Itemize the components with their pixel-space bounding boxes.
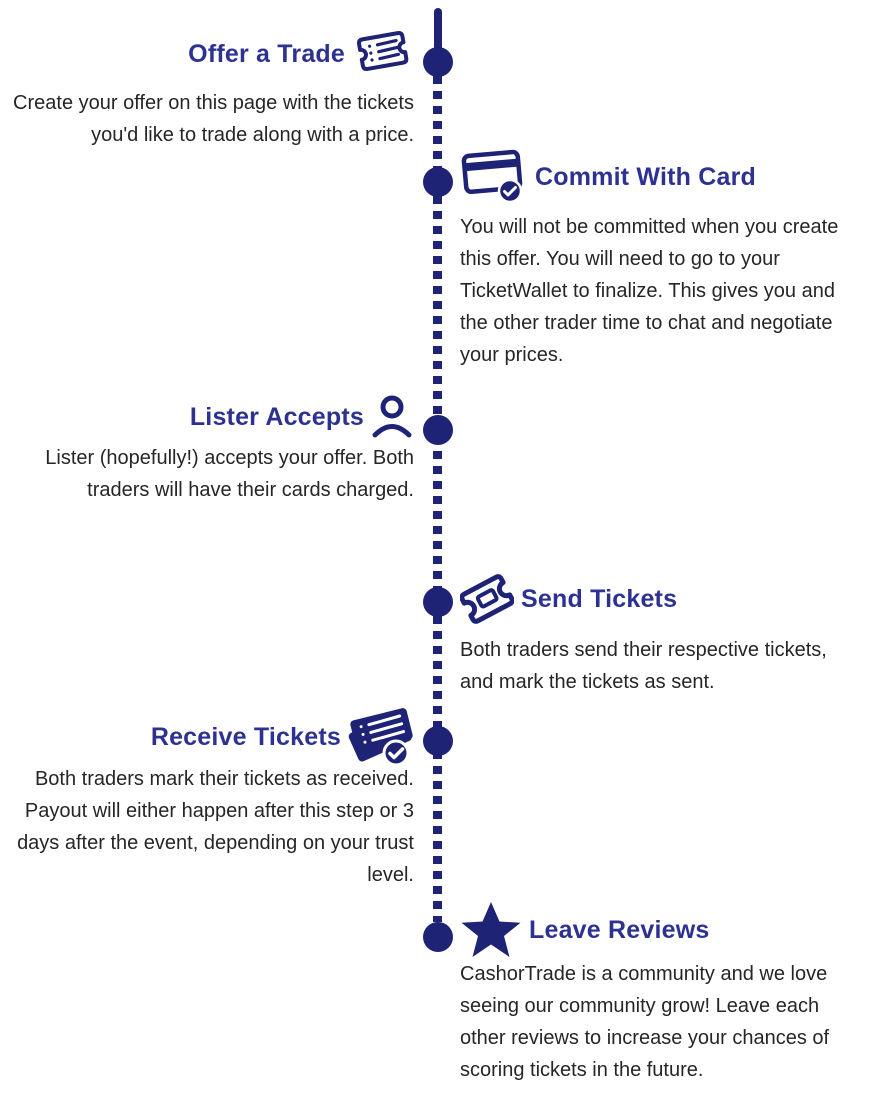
step-lister-accepts: Lister Accepts Lister (hopefully!) accep… <box>18 394 414 506</box>
timeline-dotted-line <box>433 76 442 922</box>
step-title: Commit With Card <box>535 162 757 191</box>
step-receive-tickets: Receive Tickets <box>6 706 414 891</box>
step-offer-a-trade: Offer a Trade <box>8 26 414 151</box>
step-title: Send Tickets <box>521 585 678 613</box>
step-header: Send Tickets <box>460 570 862 628</box>
step-header: Lister Accepts <box>18 394 414 440</box>
step-description: You will not be committed when you creat… <box>460 216 839 366</box>
person-icon <box>371 394 414 440</box>
ticket-icon <box>460 570 514 628</box>
timeline-node-2 <box>423 167 453 197</box>
step-title: Lister Accepts <box>189 403 364 431</box>
star-icon <box>460 901 522 959</box>
timeline-node-6 <box>423 922 453 952</box>
step-description: Lister (hopefully!) accepts your offer. … <box>45 447 414 501</box>
step-description: Both traders send their respective ticke… <box>460 639 827 693</box>
received-tickets-check-icon <box>348 706 414 768</box>
trade-tickets-icon <box>352 26 414 81</box>
timeline-node-3 <box>423 415 453 445</box>
timeline-node-1 <box>423 47 453 77</box>
step-send-tickets: Send Tickets Both traders send their res… <box>460 570 862 698</box>
timeline-node-4 <box>423 587 453 617</box>
timeline-start-line <box>434 8 442 54</box>
step-header: Offer a Trade <box>8 26 414 81</box>
step-description: Both traders mark their tickets as recei… <box>17 768 414 886</box>
step-title: Receive Tickets <box>150 723 341 751</box>
step-description: CashorTrade is a community and we love s… <box>460 963 830 1081</box>
timeline-node-5 <box>423 726 453 756</box>
step-leave-reviews: Leave Reviews CashorTrade is a community… <box>460 901 862 1086</box>
step-header: Leave Reviews <box>460 901 862 959</box>
step-title: Offer a Trade <box>188 39 345 68</box>
step-description: Create your offer on this page with the … <box>13 92 414 146</box>
step-header: Receive Tickets <box>6 706 414 768</box>
credit-card-check-icon <box>460 148 528 205</box>
step-title: Leave Reviews <box>529 916 710 944</box>
step-header: Commit With Card <box>460 148 862 205</box>
step-commit-with-card: Commit With Card You will not be committ… <box>460 148 862 371</box>
